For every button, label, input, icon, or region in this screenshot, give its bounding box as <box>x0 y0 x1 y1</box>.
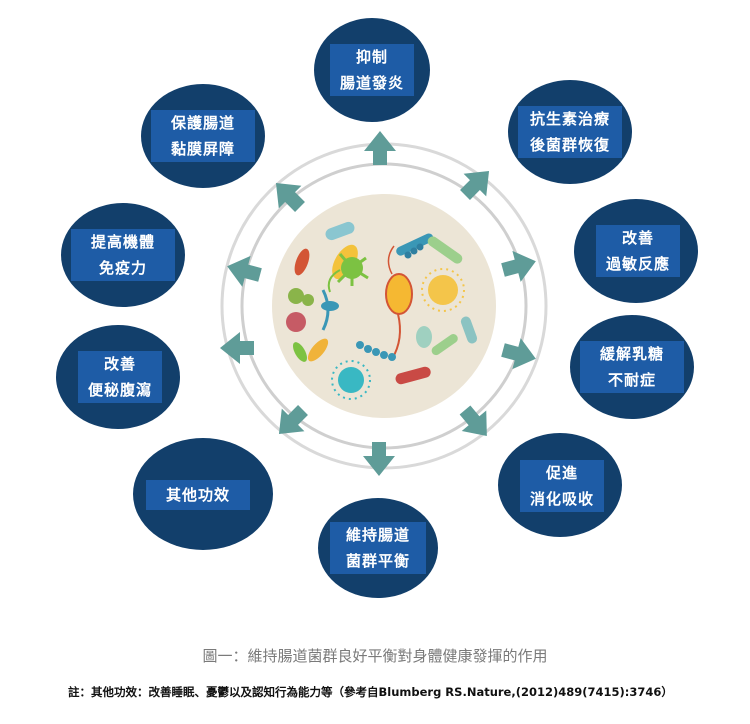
node-improve-allergy: 改善 過敏反應 <box>588 225 688 277</box>
node-constipation-diarrhea: 改善 便秘腹瀉 <box>70 351 170 403</box>
node-label-line: 不耐症 <box>607 371 656 389</box>
node-label-line: 緩解乳糖 <box>599 345 664 363</box>
node-label-line: 促進 <box>545 464 578 482</box>
node-label-line: 維持腸道 <box>345 526 410 544</box>
node-inhibit-inflammation: 抑制 腸道發炎 <box>322 44 422 96</box>
arrows <box>220 131 536 476</box>
node-promote-digestion: 促進 消化吸收 <box>512 460 612 512</box>
arrow-left-lower <box>220 332 254 364</box>
node-label-line: 其他功效 <box>165 486 230 504</box>
node-label-line: 改善 <box>103 355 136 373</box>
node-label-line: 菌群平衡 <box>345 552 410 570</box>
node-mucosa-barrier: 保護腸道 黏膜屏障 <box>143 110 263 162</box>
nodes <box>56 18 698 598</box>
arrow-down <box>363 442 395 476</box>
node-label-line: 消化吸收 <box>529 490 594 508</box>
node-label-line: 腸道發炎 <box>339 74 404 92</box>
node-lactose-intolerance: 緩解乳糖 不耐症 <box>572 341 692 393</box>
arrow-down-left <box>278 405 308 435</box>
node-label-line: 保護腸道 <box>170 114 235 132</box>
node-immunity: 提高機體 免疫力 <box>63 229 183 281</box>
node-label-line: 便秘腹瀉 <box>87 381 152 399</box>
arrow-down-right <box>459 405 487 437</box>
node-label-line: 抑制 <box>355 48 388 66</box>
bacteria-illustration <box>286 221 478 400</box>
node-flora-balance: 維持腸道 菌群平衡 <box>322 522 434 574</box>
node-antibiotic-recovery: 抗生素治療 後菌群恢復 <box>510 106 630 158</box>
node-label-line: 改善 <box>621 229 654 247</box>
arrow-right-lower <box>501 338 536 370</box>
node-label-line: 免疫力 <box>98 259 147 277</box>
arrow-up <box>364 131 396 165</box>
bacteria-disc <box>272 194 496 418</box>
node-label-line: 過敏反應 <box>605 255 670 273</box>
node-label-line: 抗生素治療 <box>529 110 610 128</box>
node-other-effects: 其他功效 <box>140 482 256 508</box>
node-label-line: 提高機體 <box>90 233 155 251</box>
node-label-line: 黏膜屏障 <box>170 140 235 158</box>
arrow-up-right <box>460 170 490 200</box>
arrow-left-upper <box>227 255 262 287</box>
figure-caption: 圖一：維持腸道菌群良好平衡對身體健康發揮的作用 <box>202 647 548 665</box>
arrow-right-upper <box>501 250 536 282</box>
footnote: 註：其他功效：改善睡眠、憂鬱以及認知行為能力等（參考自Blumberg RS.N… <box>68 685 673 699</box>
arrow-up-left <box>275 182 305 212</box>
node-label-line: 後菌群恢復 <box>529 136 610 154</box>
